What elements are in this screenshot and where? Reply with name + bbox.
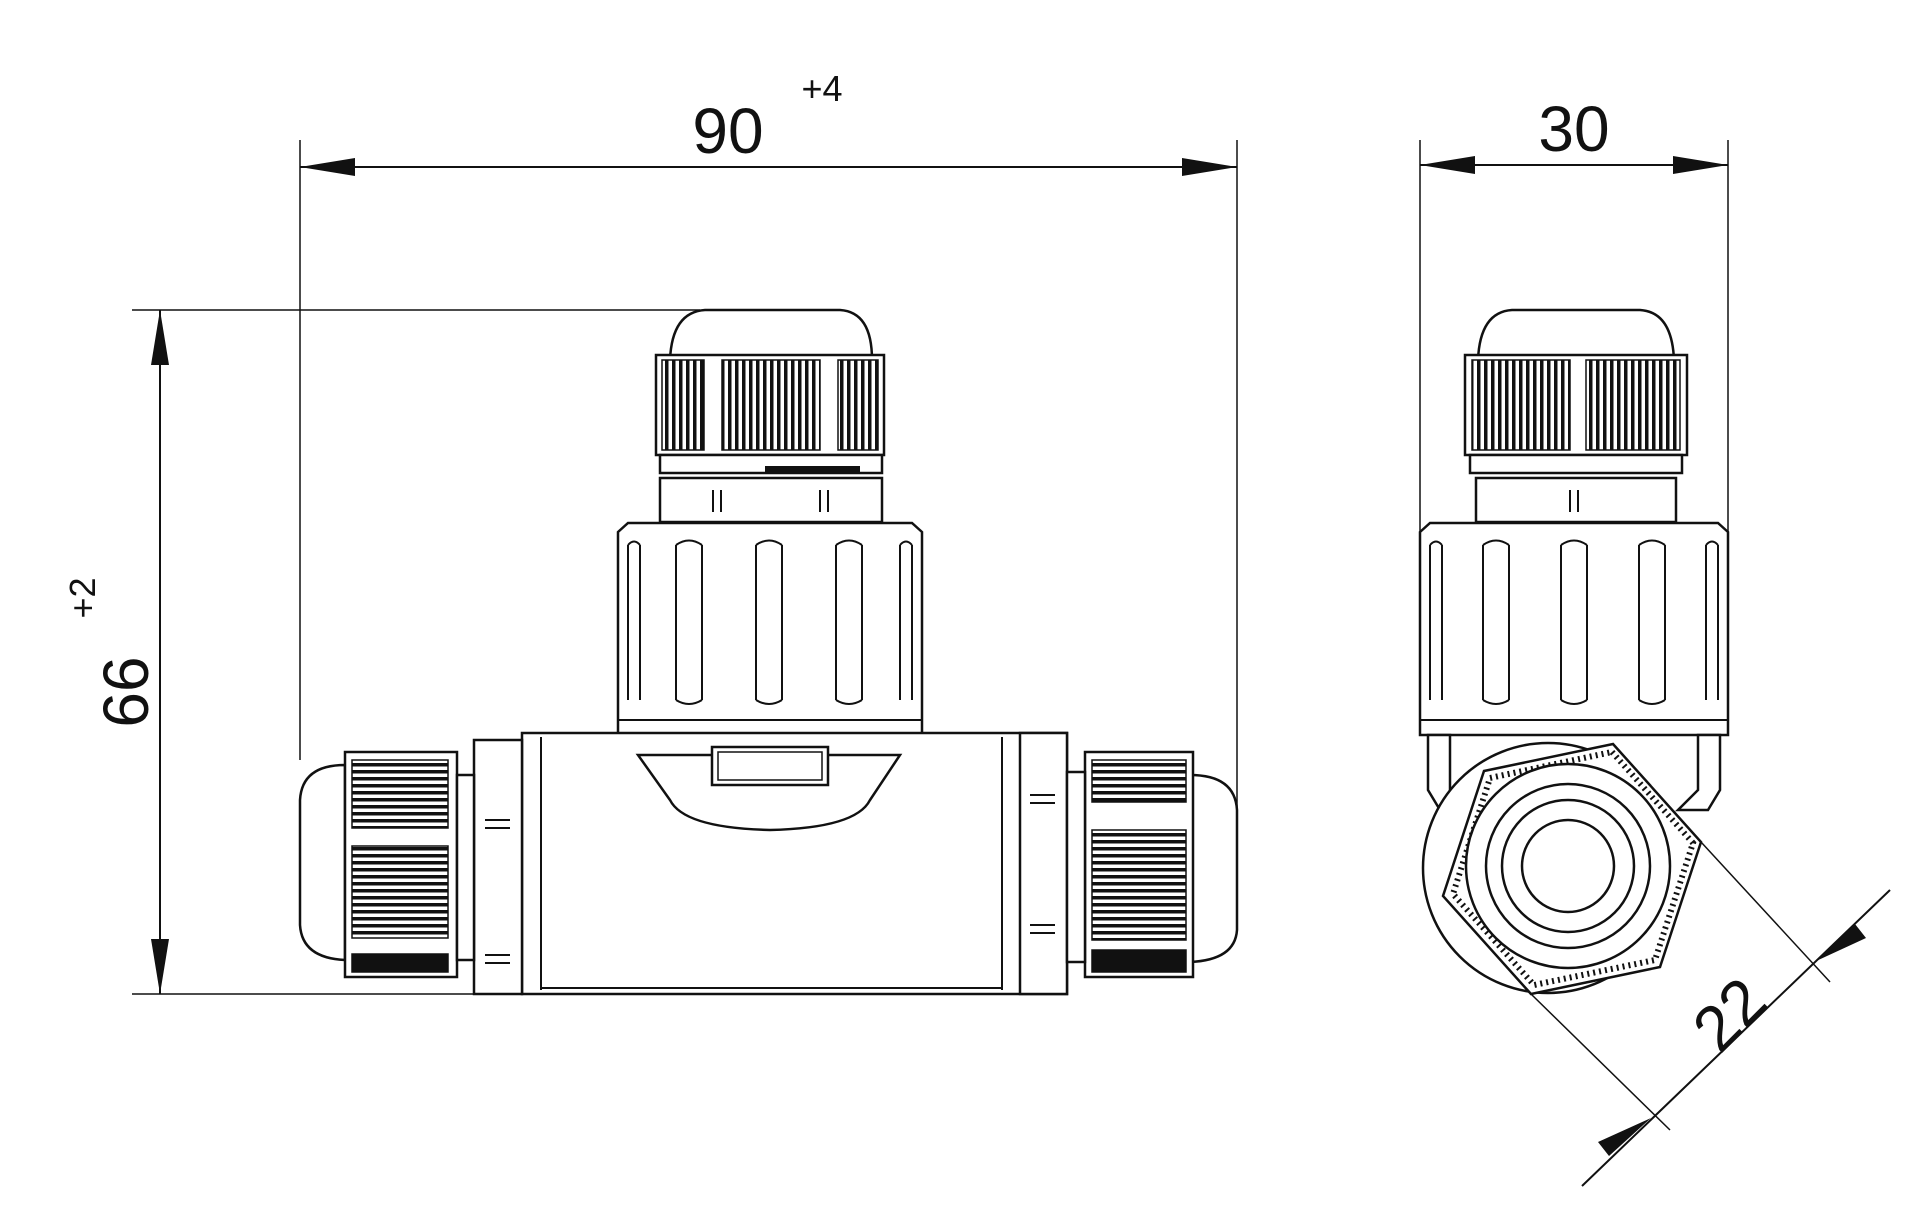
left-neck [455,773,476,962]
arrowhead-lower [1598,1118,1651,1156]
top-neck [658,476,884,524]
side-collar-ribs [1429,539,1719,705]
knurl-right [837,359,879,451]
arrowhead-top [151,310,169,365]
sleeve-marks [485,794,1055,964]
depth-value: 30 [1538,93,1609,165]
width-value: 90 [692,95,763,167]
extension-line-lower [1530,993,1671,1131]
knurl-left [661,359,705,451]
dimension-width: 90 +4 [299,68,1238,830]
left-knurl-mid [351,845,449,939]
arrowhead-right [1182,158,1237,176]
left-knurl-bottom [351,953,449,973]
seal-band [765,466,860,474]
arrowhead-upper [1814,924,1866,962]
side-lug-right [1674,733,1722,812]
height-value: 66 [90,656,162,727]
gland-bore [1520,818,1616,914]
t-junction [635,753,903,832]
side-view [1418,308,1730,996]
right-knurl-bottom [1091,949,1187,973]
side-knurl-left [1471,359,1571,451]
side-neck [1474,476,1678,524]
dimension-depth: 30 [1419,93,1729,535]
knurl-center [721,359,821,451]
side-collar-nut [1418,521,1730,737]
across-flats-value: 22 [1679,964,1780,1065]
side-cap-dome [1476,308,1676,362]
arrowhead-left [300,158,355,176]
left-knurl-top [351,759,449,829]
top-cap-dome [668,308,874,362]
collar-ribs [627,539,913,705]
arrowhead-bottom [151,939,169,994]
right-knurl-mid [1091,829,1187,941]
left-cap-dome [298,763,347,962]
side-knurl-right [1585,359,1681,451]
right-cap-dome [1188,773,1239,964]
width-tolerance: +4 [801,68,842,109]
arrowhead-left [1420,156,1475,174]
front-view [298,308,1239,996]
t-window-inner [717,751,823,781]
side-nut-base [1468,453,1684,475]
right-sleeve [1018,731,1069,996]
extension-line-upper [1700,841,1831,983]
right-knurl-top [1091,759,1187,803]
right-neck [1065,770,1087,964]
left-sleeve [472,738,524,996]
height-tolerance: +2 [62,577,103,618]
arrowhead-right [1673,156,1728,174]
